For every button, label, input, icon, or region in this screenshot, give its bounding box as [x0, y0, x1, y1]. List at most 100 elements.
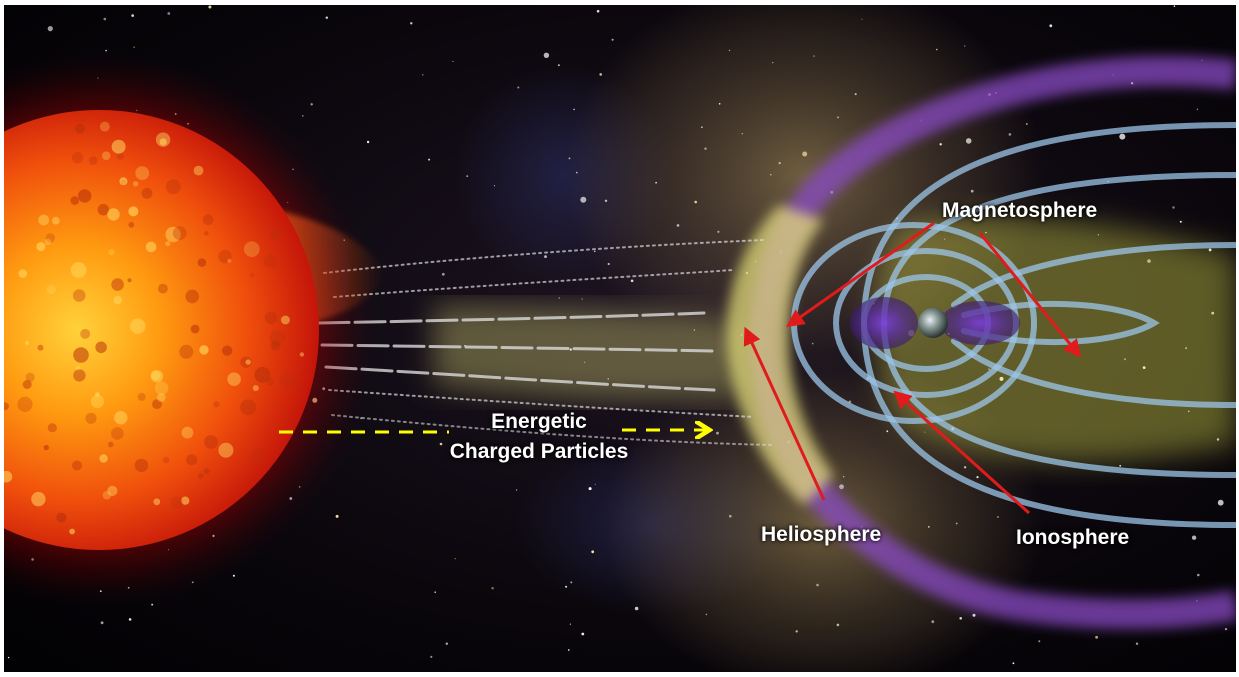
- sun-speckle: [197, 258, 207, 267]
- sun-speckle: [88, 156, 98, 165]
- star: [565, 585, 568, 588]
- star: [1172, 206, 1175, 209]
- star: [599, 73, 602, 76]
- sun-speckle: [245, 359, 251, 365]
- star: [1119, 133, 1126, 140]
- sun-speckle: [95, 392, 100, 397]
- star: [558, 64, 560, 67]
- star: [1025, 123, 1028, 125]
- star: [741, 133, 743, 135]
- particles-label-line2: Charged Particles: [449, 440, 629, 463]
- star: [861, 18, 863, 20]
- sun-speckle: [90, 394, 105, 409]
- sun-speckle: [193, 165, 204, 176]
- star: [570, 581, 573, 584]
- star: [310, 103, 313, 106]
- radiation-belt: [850, 297, 918, 349]
- sun-speckle: [249, 272, 255, 278]
- sun-icon: [4, 55, 384, 605]
- sun-speckle: [154, 381, 169, 396]
- sun-speckle: [270, 340, 281, 351]
- star: [581, 632, 585, 636]
- sun-speckle: [22, 380, 32, 389]
- star: [778, 161, 781, 165]
- star: [772, 62, 774, 64]
- sun-speckle: [111, 427, 124, 440]
- sun-speckle: [4, 470, 13, 483]
- star: [972, 613, 976, 617]
- sun-speckle: [99, 121, 110, 132]
- sun-speckle: [254, 366, 271, 383]
- sun-speckle: [299, 352, 305, 357]
- star: [1119, 538, 1122, 541]
- star: [839, 484, 844, 490]
- star: [701, 126, 703, 128]
- star: [100, 621, 104, 625]
- sun-speckle: [111, 278, 124, 291]
- sun-speckle: [113, 296, 122, 305]
- sun-speckle: [128, 206, 139, 217]
- sun-speckle: [107, 485, 118, 496]
- sun-speckle: [145, 241, 157, 253]
- star: [594, 250, 596, 253]
- star: [1049, 24, 1053, 28]
- star: [422, 74, 424, 76]
- sun-speckle: [186, 454, 198, 466]
- sun-speckle: [155, 132, 171, 147]
- sun-speckle: [75, 123, 85, 134]
- sun-speckle: [102, 490, 112, 500]
- star: [325, 16, 328, 19]
- particles-arrow: [279, 430, 706, 432]
- sun-speckle: [159, 138, 167, 146]
- star: [816, 583, 819, 587]
- star: [410, 22, 413, 25]
- star: [1224, 628, 1228, 631]
- star: [103, 17, 107, 21]
- star: [728, 49, 731, 52]
- star: [1196, 108, 1199, 111]
- sun-granulation: [4, 121, 305, 535]
- sun-speckle: [44, 238, 52, 246]
- star: [854, 93, 857, 96]
- sun-speckle: [71, 152, 84, 164]
- star: [965, 138, 972, 144]
- star: [1217, 499, 1224, 506]
- sun-speckle: [116, 152, 125, 160]
- star: [105, 49, 107, 52]
- star: [47, 26, 53, 32]
- sun-speckle: [108, 249, 115, 256]
- star: [1179, 220, 1182, 223]
- sun-speckle: [18, 269, 27, 278]
- sun-speckle: [218, 442, 234, 458]
- star: [1008, 133, 1012, 136]
- star: [604, 199, 608, 202]
- radiation-belt: [940, 301, 1020, 345]
- star: [1038, 640, 1041, 643]
- star: [580, 196, 587, 203]
- star: [843, 476, 845, 478]
- star: [428, 158, 431, 161]
- star: [544, 255, 547, 258]
- sun-speckle: [158, 283, 168, 294]
- sun-speckle: [162, 456, 170, 464]
- solar-wind-glow: [434, 305, 749, 401]
- star: [588, 487, 592, 491]
- sun-speckle: [165, 241, 171, 247]
- star: [1173, 5, 1176, 7]
- star: [716, 431, 719, 435]
- sun-speckle: [266, 378, 274, 386]
- star: [939, 143, 942, 146]
- sun-speckle: [133, 181, 139, 187]
- star: [543, 52, 550, 58]
- star: [517, 86, 520, 89]
- star: [802, 151, 808, 157]
- sun-speckle: [99, 454, 108, 463]
- sun-speckle: [72, 460, 82, 471]
- star: [886, 430, 889, 433]
- sun-speckle: [227, 372, 241, 387]
- star: [717, 230, 720, 233]
- star: [655, 181, 657, 184]
- sun-speckle: [283, 409, 288, 414]
- star: [335, 514, 339, 518]
- sun-speckle: [156, 393, 166, 402]
